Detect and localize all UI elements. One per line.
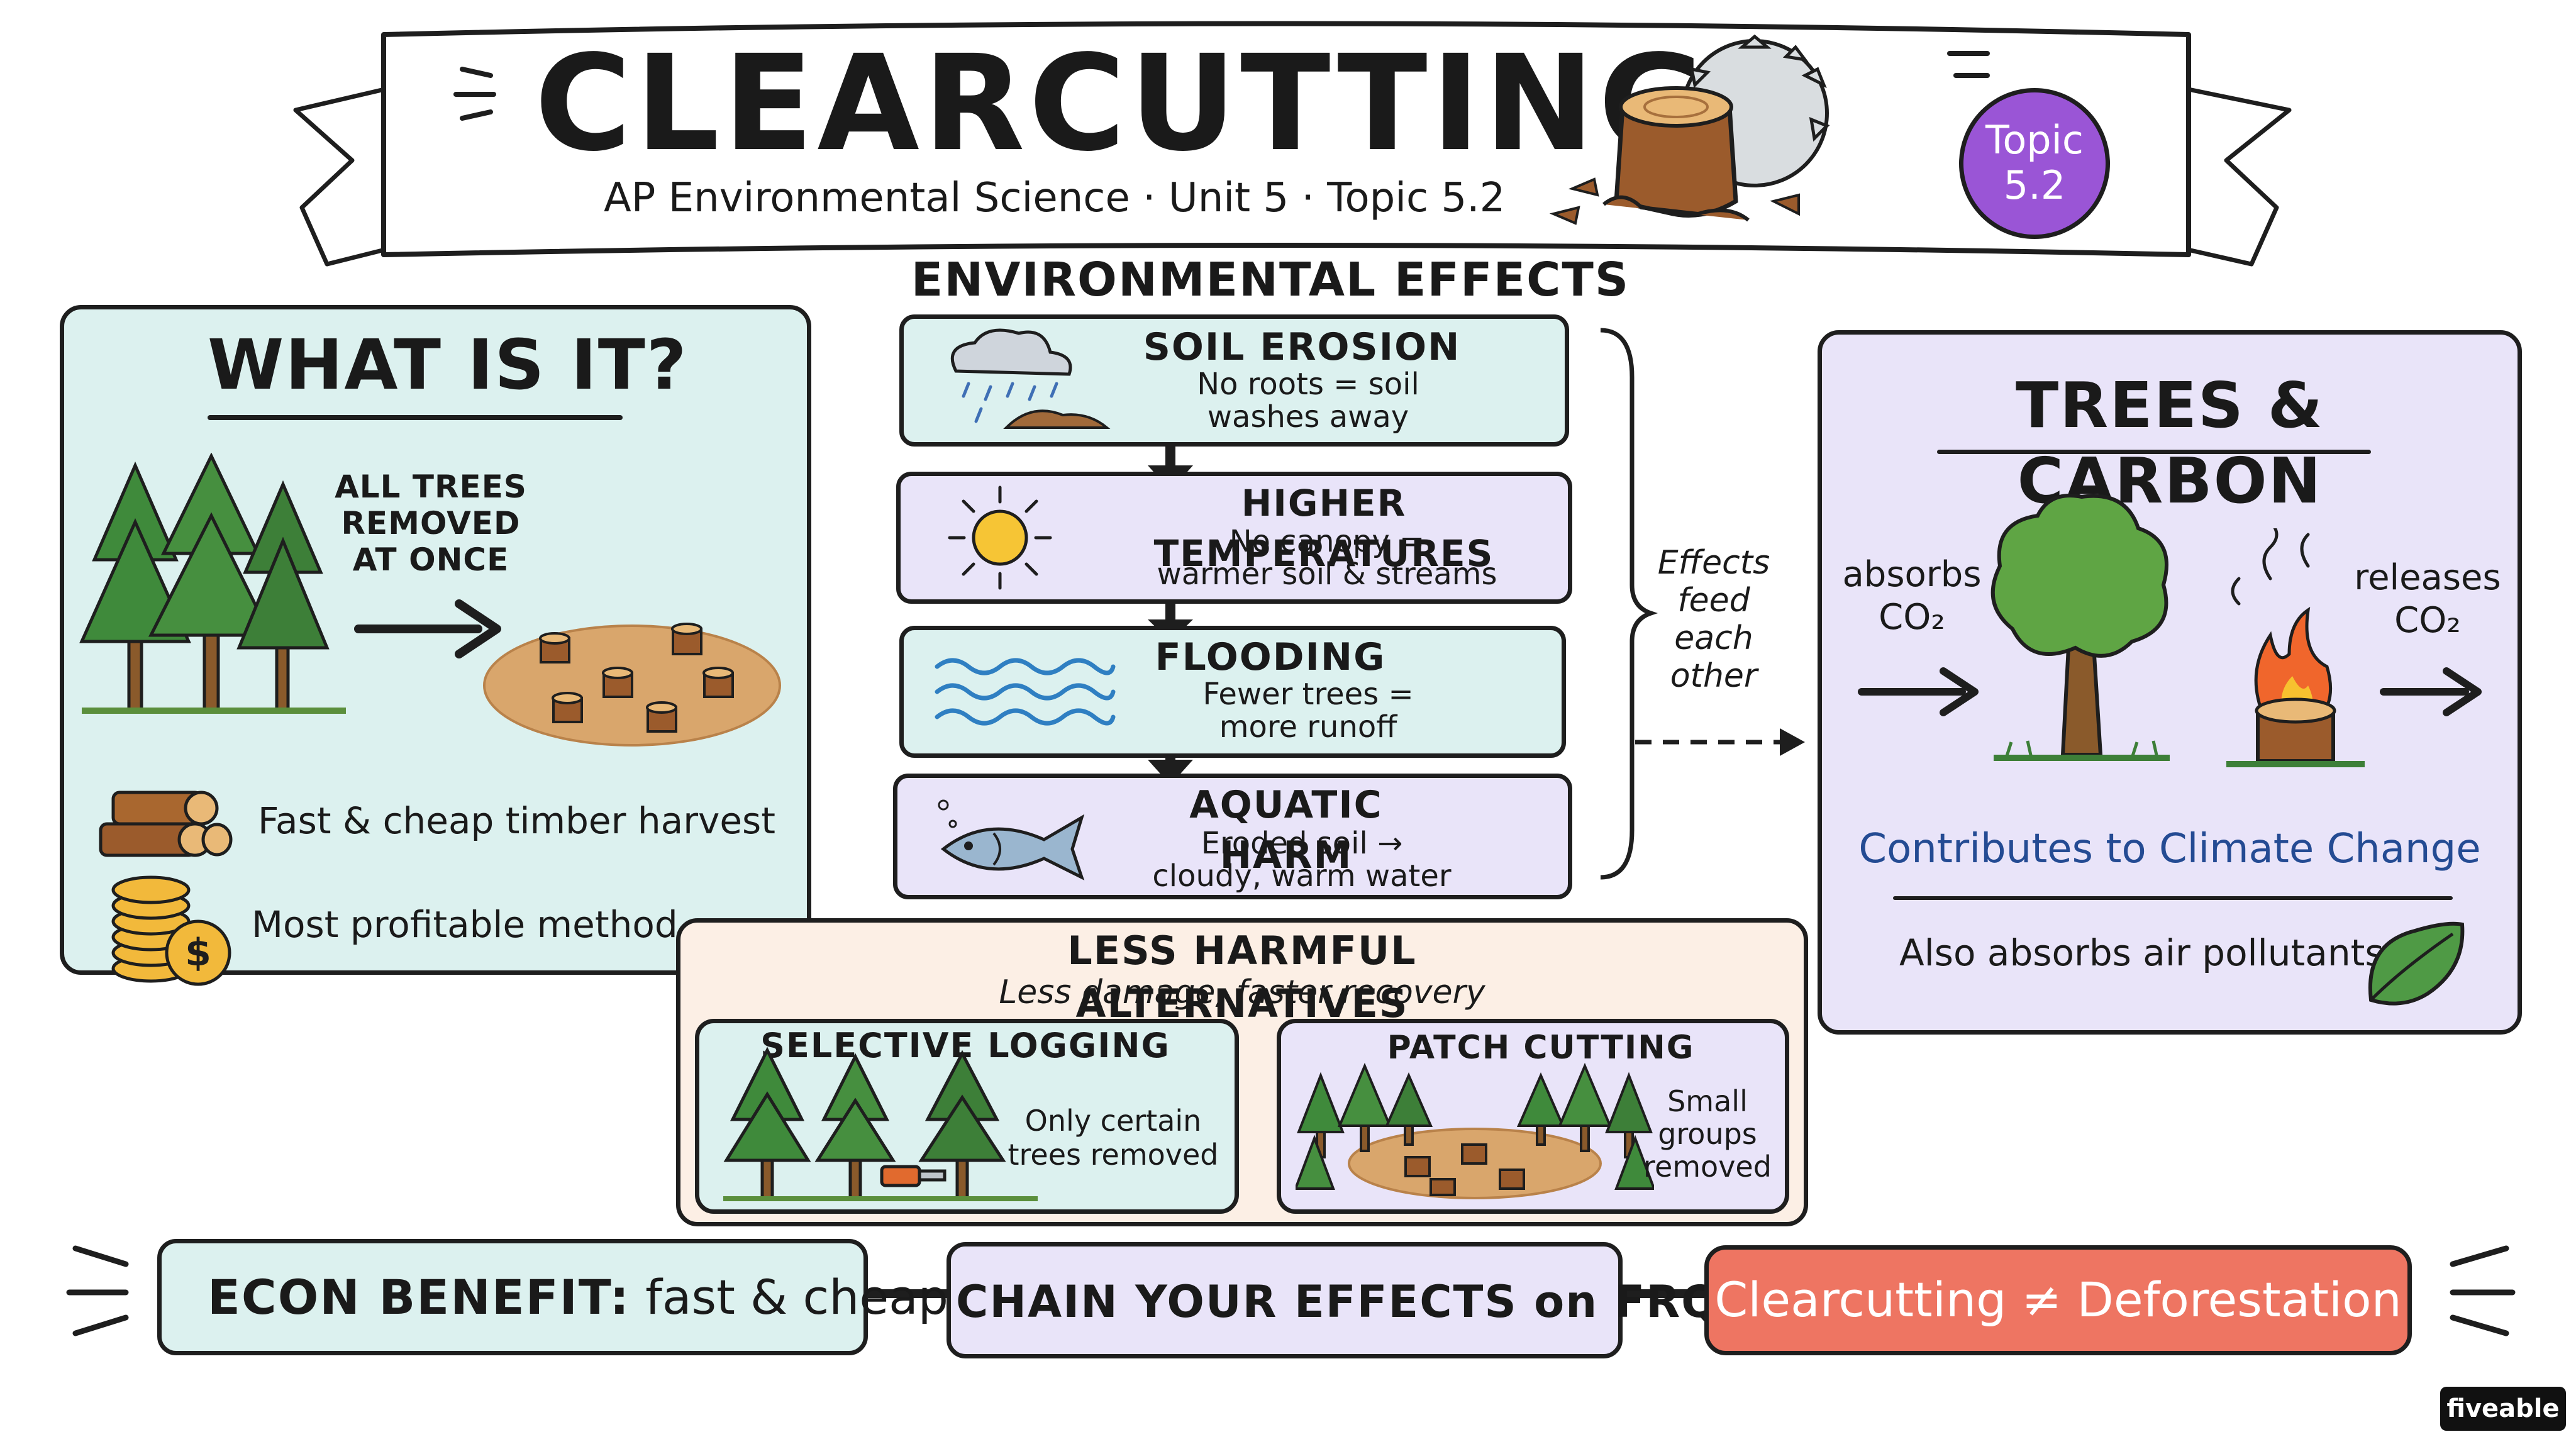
desc-line: No roots = soil	[1197, 367, 1419, 402]
ribbon-right-end	[2180, 86, 2292, 267]
footer-line-1	[868, 1289, 950, 1298]
selective-logging-desc: Only certain trees removed	[1000, 1104, 1226, 1172]
arrow-out-stump-icon	[2380, 667, 2482, 716]
topic-badge-line1: Topic	[1985, 117, 2084, 163]
econ-benefit-text: ECON BENEFIT: fast & cheap	[208, 1263, 948, 1332]
carbon-divider	[1893, 896, 2453, 900]
footer-line-2	[1619, 1289, 1707, 1298]
tree-icon	[1990, 494, 2170, 761]
arrow-into-tree-icon	[1858, 667, 1979, 716]
patch-cutting-desc: Small groups removed	[1641, 1085, 1774, 1183]
absorbs-label: absorbs CO₂	[1830, 553, 1994, 639]
desc-line: Eroded soil →	[1201, 826, 1403, 861]
effect-desc-soil: No roots = soil washes away	[1132, 368, 1484, 433]
cleared-land-icon	[483, 623, 781, 747]
burning-stump-icon	[2226, 528, 2365, 767]
feed-line: each	[1674, 619, 1753, 657]
effect-title-aquatic: AQUATIC HARM	[1189, 783, 1383, 877]
desc-line: more runoff	[1219, 709, 1397, 745]
carbon-title-underline	[1937, 450, 2371, 454]
sun-icon	[948, 486, 1052, 590]
right-arrow-icon	[354, 599, 501, 658]
effects-bracket	[1600, 328, 1658, 880]
note-line: REMOVED	[341, 505, 521, 541]
page-subtitle: AP Environmental Science · Unit 5 · Topi…	[604, 175, 1506, 221]
alternatives-title: LESS HARMFUL ALTERNATIVES	[1067, 928, 1417, 1026]
chain-effects-text: CHAIN YOUR EFFECTS on FRQ	[956, 1276, 1720, 1328]
rain-cloud-icon	[950, 328, 1111, 429]
releases-word: releases	[2354, 557, 2501, 598]
chain-effects-box	[947, 1242, 1623, 1358]
ribbon-left-end	[293, 86, 392, 267]
desc-line: Fewer trees =	[1202, 677, 1414, 712]
patch-cut-icon	[1296, 1063, 1654, 1199]
alternatives-subtitle: Less damage, faster recovery	[999, 974, 1485, 1011]
what-is-it-underline	[208, 415, 623, 420]
deforestation-text: Clearcutting ≠ Deforestation	[1714, 1272, 2402, 1328]
title-marks	[453, 51, 1990, 121]
fish-icon	[938, 799, 1085, 880]
topic-badge: Topic 5.2	[1959, 88, 2110, 239]
releases-co2: CO₂	[2394, 600, 2461, 641]
point-most-profitable: Most profitable method	[252, 903, 678, 946]
note-line: ALL TREES	[335, 469, 527, 505]
desc-line: trees removed	[1008, 1138, 1219, 1172]
absorbs-word: absorbs	[1842, 554, 1982, 595]
leaf-icon	[2368, 921, 2465, 1006]
coins-icon: $	[111, 875, 231, 986]
effects-feed-note: Effects feed each other	[1641, 544, 1786, 695]
desc-line: washes away	[1207, 399, 1409, 435]
what-is-it-title: WHAT IS IT?	[208, 325, 688, 405]
econ-benefit-box	[157, 1239, 868, 1355]
desc-line: groups	[1658, 1117, 1757, 1151]
point-fast-cheap: Fast & cheap timber harvest	[258, 799, 776, 842]
svg-text:$: $	[185, 931, 211, 975]
econ-bold: ECON BENEFIT:	[208, 1269, 630, 1325]
feed-line: Effects	[1657, 544, 1770, 582]
water-waves-icon	[935, 658, 1116, 726]
desc-line: No canopy =	[1229, 524, 1425, 559]
absorbs-co2: CO₂	[1879, 597, 1945, 638]
note-line: AT ONCE	[352, 541, 509, 578]
footer-marks	[66, 1245, 2516, 1336]
selective-trees-icon	[723, 1046, 1038, 1201]
stump-saw-icon	[1549, 34, 1830, 225]
desc-line: Small	[1667, 1084, 1748, 1118]
feed-line: feed	[1677, 582, 1750, 619]
patch-cutting-title: PATCH CUTTING	[1387, 1029, 1695, 1067]
pollutants-text: Also absorbs air pollutants	[1899, 931, 2384, 974]
feed-line: other	[1670, 657, 1758, 695]
effect-flooding	[899, 626, 1566, 758]
effect-desc-flooding: Fewer trees = more runoff	[1132, 678, 1484, 743]
forest-icon	[79, 453, 346, 714]
effect-title-soil: SOIL EROSION	[1143, 325, 1461, 369]
page-title: CLEARCUTTING	[535, 26, 1711, 180]
carbon-panel	[1818, 330, 2522, 1035]
releases-label: releases CO₂	[2346, 557, 2509, 642]
desc-line: cloudy, warm water	[1152, 858, 1452, 894]
econ-rest: fast & cheap	[645, 1269, 948, 1325]
climate-change-text: Contributes to Climate Change	[1858, 826, 2481, 872]
all-trees-note: ALL TREES REMOVED AT ONCE	[314, 469, 547, 578]
effect-title-temp: HIGHER TEMPERATURES	[1153, 482, 1494, 575]
desc-line: removed	[1643, 1150, 1772, 1184]
desc-line: warmer soil & streams	[1157, 557, 1497, 592]
effect-title-flooding: FLOODING	[1155, 635, 1386, 679]
effects-title: ENVIRONMENTAL EFFECTS	[911, 253, 1630, 307]
deforestation-box	[1704, 1245, 2412, 1355]
brand-logo: fiveable	[2440, 1387, 2566, 1431]
topic-badge-line2: 5.2	[2003, 162, 2066, 208]
logs-icon	[99, 791, 233, 857]
effect-desc-aquatic: Eroded soil → cloudy, warm water	[1126, 827, 1478, 892]
effect-desc-temp: No canopy = warmer soil & streams	[1119, 525, 1535, 591]
desc-line: Only certain	[1024, 1104, 1202, 1138]
